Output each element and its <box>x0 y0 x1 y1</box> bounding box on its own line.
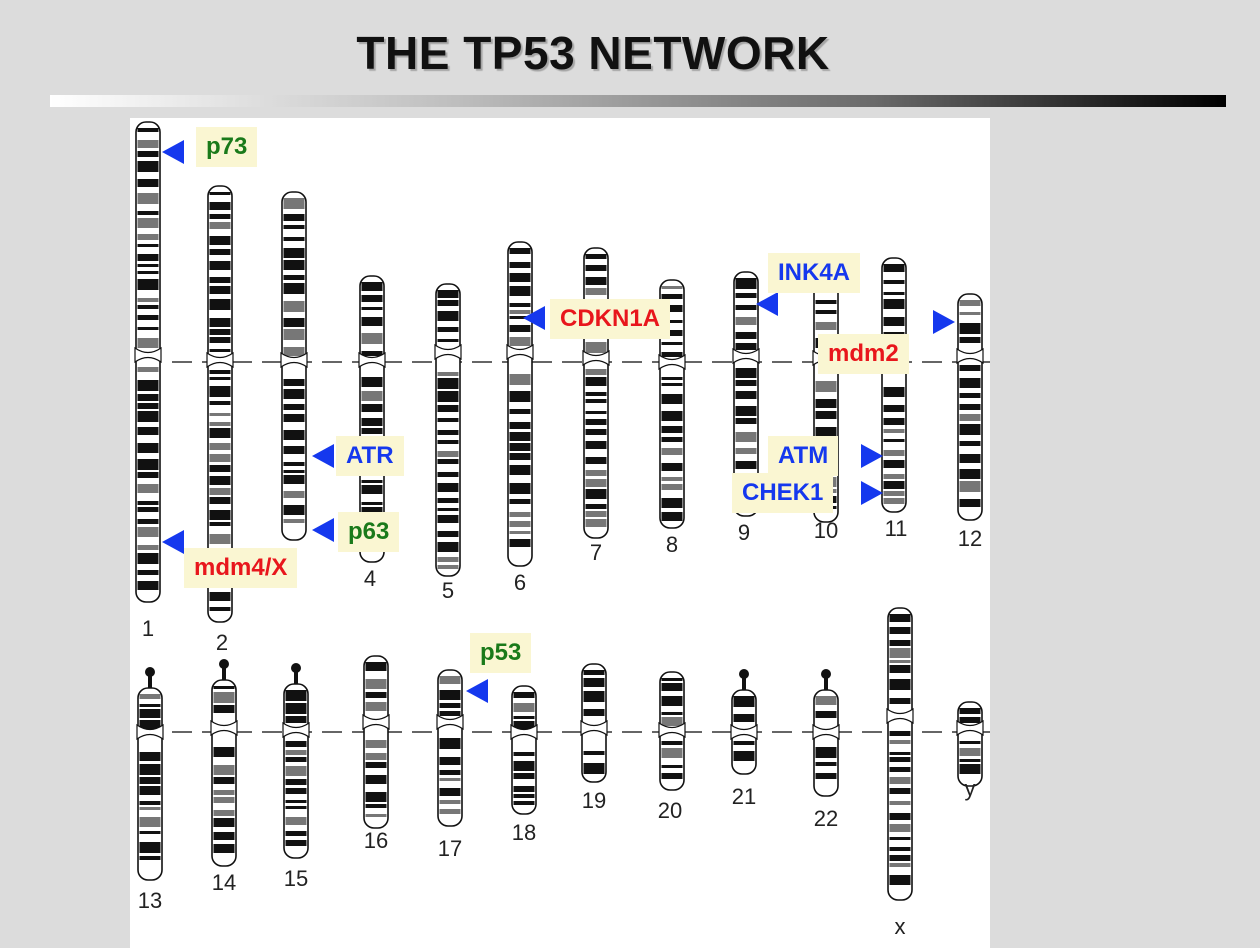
chromosome-14 <box>210 659 238 867</box>
gene-label-mdm4: mdm4/X <box>184 548 298 588</box>
chromosome-number-x: x <box>895 914 906 939</box>
chromosome-12 <box>956 293 984 521</box>
chromosome-number-15: 15 <box>284 866 308 891</box>
gene-label-p63: p63 <box>338 512 400 552</box>
chromosome-y <box>956 701 984 787</box>
chromosome-13 <box>136 667 164 881</box>
chromosome-21 <box>730 669 758 775</box>
chromosome-number-2: 2 <box>216 630 228 655</box>
chromosome-15 <box>282 663 310 859</box>
chromosome-number-10: 10 <box>814 518 838 543</box>
page-title: THE TP53 NETWORK <box>356 27 830 79</box>
chromosome-number-20: 20 <box>658 798 682 823</box>
chromosome-8 <box>658 279 686 529</box>
chromosome-x <box>886 607 914 901</box>
chromosome-number-14: 14 <box>212 870 236 895</box>
cdkn1a-arrow <box>523 306 545 330</box>
p73-arrow <box>162 140 184 164</box>
chromosome-number-y: y <box>965 776 976 801</box>
chromosome-number-7: 7 <box>590 540 602 565</box>
atr-arrow <box>312 444 334 468</box>
chromosome-20 <box>658 671 686 791</box>
p53-arrow <box>466 679 488 703</box>
mdm2-arrow <box>933 310 955 334</box>
chromosome-11 <box>880 257 908 513</box>
chromosome-4 <box>358 275 386 563</box>
p63-arrow <box>312 518 334 542</box>
chromosome-19 <box>580 663 608 783</box>
chromosome-number-16: 16 <box>364 828 388 853</box>
gene-label-p53: p53 <box>470 633 532 673</box>
chromosome-7 <box>582 247 610 539</box>
gene-label-cdkn1a: CDKN1A <box>550 299 671 339</box>
chromosome-22 <box>812 669 840 797</box>
title-divider <box>50 95 1226 107</box>
gene-label-mdm2: mdm2 <box>818 334 909 374</box>
chromosome-3 <box>280 191 308 541</box>
atm-arrow <box>861 444 883 468</box>
chromosome-number-21: 21 <box>732 784 756 809</box>
gene-label-p73: p73 <box>196 127 258 167</box>
chromosome-18 <box>510 685 538 815</box>
chromosome-number-18: 18 <box>512 820 536 845</box>
chromosome-number-12: 12 <box>958 526 982 551</box>
chromosome-number-13: 13 <box>138 888 162 913</box>
chromosome-2 <box>206 185 234 623</box>
chek1-arrow <box>861 481 883 505</box>
mdm4-arrow <box>162 530 184 554</box>
gene-label-atm: ATM <box>768 436 839 476</box>
chromosome-5 <box>434 283 462 577</box>
gene-label-chek1: CHEK1 <box>732 473 834 513</box>
chromosome-number-6: 6 <box>514 570 526 595</box>
chromosome-16 <box>362 655 390 829</box>
chromosome-number-22: 22 <box>814 806 838 831</box>
ink4a-arrow <box>756 292 778 316</box>
chromosome-6 <box>506 241 534 567</box>
gene-label-ink4a: INK4A <box>768 253 861 293</box>
chromosome-number-11: 11 <box>885 516 908 541</box>
chromosome-number-1: 1 <box>142 616 154 641</box>
chromosome-number-5: 5 <box>442 578 454 603</box>
chromosome-number-19: 19 <box>582 788 606 813</box>
chromosome-number-9: 9 <box>738 520 750 545</box>
gene-label-atr: ATR <box>336 436 404 476</box>
chromosome-number-8: 8 <box>666 532 678 557</box>
chromosome-number-4: 4 <box>364 566 376 591</box>
chromosome-17 <box>436 669 464 827</box>
chromosome-1 <box>134 121 162 603</box>
chromosome-number-17: 17 <box>438 836 462 861</box>
